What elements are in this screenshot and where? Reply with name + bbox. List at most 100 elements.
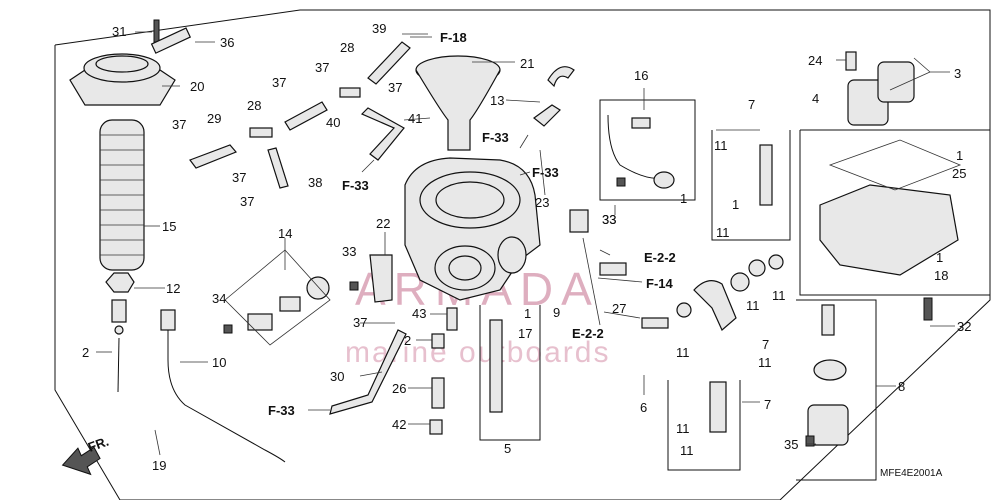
callout-15: 15: [162, 219, 176, 234]
callout-38: 38: [308, 175, 322, 190]
callout-11-c: 11: [676, 345, 690, 360]
needle-holder-12: [105, 272, 135, 293]
screw-35: [805, 435, 815, 447]
callout-5: 5: [504, 441, 511, 456]
jet-26: [431, 377, 445, 409]
callout-6: 6: [640, 400, 647, 415]
diaphragm-cover-20: [69, 53, 176, 106]
throttle-cable-19: [167, 330, 286, 463]
sensor-connector-16: [631, 117, 651, 129]
callout-7-c: 7: [764, 397, 771, 412]
throttle-spring-14: [279, 296, 301, 312]
needle-jet-5: [489, 319, 503, 413]
pump-box-8: [796, 299, 877, 481]
callout-33-b: 33: [602, 212, 616, 227]
needle-clip-12: [111, 299, 127, 323]
hose-38: [267, 147, 289, 189]
callout-1-a: 1: [524, 306, 531, 321]
screw-33: [349, 281, 359, 291]
callout-11-d: 11: [746, 298, 760, 313]
float-chamber-box-4: [799, 129, 991, 296]
callout-21: 21: [520, 56, 534, 71]
leader-lines: [96, 31, 955, 456]
ref-f18: F-18: [440, 30, 467, 45]
direction-arrow: FR.: [61, 434, 111, 476]
carburetor-body: [404, 157, 541, 301]
parts-box-7b: [667, 380, 741, 471]
callout-43: 43: [412, 306, 426, 321]
ref-e22-a: E-2-2: [644, 250, 676, 265]
callout-18: 18: [934, 268, 948, 283]
washer-11b: [730, 272, 750, 292]
throttle-gear-14: [306, 276, 330, 300]
direction-label: FR.: [86, 434, 111, 455]
callout-26: 26: [392, 381, 406, 396]
joint-28b: [339, 87, 361, 98]
callout-39: 39: [372, 21, 386, 36]
callout-28-a: 28: [340, 40, 354, 55]
reference-arrows: [308, 36, 643, 411]
callout-3: 3: [954, 66, 961, 81]
callout-2-mid: 2: [404, 333, 411, 348]
callout-17: 17: [518, 326, 532, 341]
callout-35: 35: [784, 437, 798, 452]
cable-adjuster-10: [160, 309, 176, 331]
diagram-code: MFE4E2001A: [880, 468, 943, 479]
screw-31: [153, 19, 160, 43]
screw-34: [223, 324, 233, 334]
callout-23: 23: [535, 195, 549, 210]
callout-37-f: 37: [240, 194, 254, 209]
sensor-wire-16: [607, 114, 661, 179]
callout-33-c: 33: [602, 212, 616, 227]
spring-7: [709, 381, 727, 433]
clip-36: [150, 27, 192, 54]
callout-36: 36: [220, 35, 234, 50]
callout-4: 4: [812, 91, 819, 106]
callout-42: 42: [392, 417, 406, 432]
sensor-box-16: [599, 99, 696, 201]
ref-f33-b: F-33: [532, 165, 559, 180]
throttle-box-14: [224, 249, 331, 346]
callout-11-a: 11: [714, 138, 728, 153]
callout-20: 20: [190, 79, 204, 94]
callout-40: 40: [326, 115, 340, 130]
float-chamber-25: [819, 139, 962, 276]
callout-41: 41: [408, 111, 422, 126]
hose-29: [189, 144, 238, 169]
callout-10: 10: [212, 355, 226, 370]
callout-11-f: 11: [758, 355, 772, 370]
bolt-27: [641, 317, 669, 329]
washer-11c: [748, 259, 766, 277]
ref-f33-a: F-33: [482, 130, 509, 145]
callout-29: 29: [207, 111, 221, 126]
callout-37-a: 37: [315, 60, 329, 75]
callout-13: 13: [490, 93, 504, 108]
washer-11d: [768, 254, 784, 270]
ref-f33-d: F-33: [268, 403, 295, 418]
hose-40: [284, 101, 328, 131]
joint-28a: [249, 127, 273, 138]
hose-39: [367, 41, 411, 85]
callout-24: 24: [808, 53, 822, 68]
callout-16: 16: [634, 68, 648, 83]
air-funnel-21: [415, 55, 501, 151]
callout-11-b: 11: [716, 225, 730, 240]
callout-37-b: 37: [388, 80, 402, 95]
callout-11-h: 11: [680, 443, 694, 458]
callout-25: 25: [952, 166, 966, 181]
ref-e22-b: E-2-2: [572, 326, 604, 341]
callout-37-e: 37: [232, 170, 246, 185]
hose-30: [329, 329, 407, 415]
callout-37-g: 37: [353, 315, 367, 330]
parts-box-5: [479, 305, 541, 441]
callout-37-d: 37: [172, 117, 186, 132]
callout-33-a: 33: [342, 244, 356, 259]
callout-34: 34: [212, 291, 226, 306]
float-pin-24: [845, 51, 857, 71]
callout-8: 8: [898, 379, 905, 394]
washer-11a: [676, 302, 692, 318]
callout-37-c: 37: [272, 75, 286, 90]
screw-32: [923, 297, 933, 321]
lever-6: [693, 280, 737, 331]
